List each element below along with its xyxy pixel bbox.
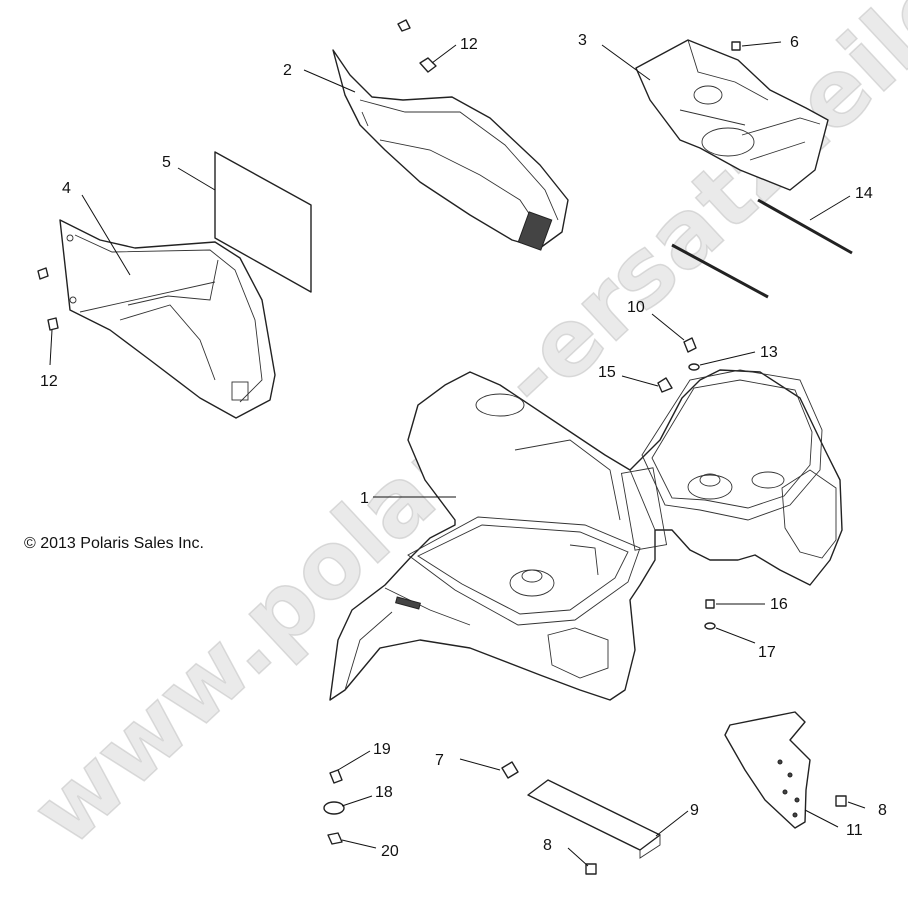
callout-2: 2 (283, 62, 292, 79)
part-19-push-rivet (329, 769, 343, 784)
callouts: 1 2 3 4 5 6 7 8 8 9 10 11 12 12 13 14 15… (40, 32, 887, 860)
callout-8-right: 8 (878, 802, 887, 819)
callout-18: 18 (375, 784, 393, 801)
callout-5: 5 (162, 154, 171, 171)
part-12-clip-left-b (37, 267, 49, 280)
part-12-clip-top-small (397, 19, 411, 32)
callout-19: 19 (373, 741, 391, 758)
part-20-nut (327, 832, 343, 845)
fasteners[interactable] (37, 19, 847, 875)
callout-12-left: 12 (40, 373, 58, 390)
part-8-screw-bottom (585, 863, 597, 875)
part-12-clip-left (47, 317, 59, 331)
part-6-screw (731, 41, 741, 51)
callout-10: 10 (627, 299, 645, 316)
callout-1: 1 (360, 490, 369, 507)
callout-17: 17 (758, 644, 776, 661)
part-14-rods[interactable] (671, 198, 853, 299)
part-3-rear-module[interactable] (635, 39, 829, 191)
callout-3: 3 (578, 32, 587, 49)
part-17-washer (704, 622, 716, 630)
callout-7: 7 (435, 752, 444, 769)
copyright-notice: © 2013 Polaris Sales Inc. (24, 535, 204, 552)
part-7-bolt (501, 761, 519, 779)
leader-lines (49, 41, 866, 867)
callout-20: 20 (381, 843, 399, 860)
part-9-bracket[interactable] (527, 779, 661, 859)
callout-9: 9 (690, 802, 699, 819)
callout-4: 4 (62, 180, 71, 197)
part-5-decal[interactable] (214, 151, 312, 293)
part-11-heat-shield[interactable] (724, 711, 811, 829)
callout-8-bottom: 8 (543, 837, 552, 854)
part-16-screw (705, 599, 715, 609)
callout-11: 11 (846, 822, 863, 839)
callout-13: 13 (760, 344, 778, 361)
callout-14: 14 (855, 185, 873, 202)
part-10-nut (683, 337, 697, 353)
part-13-washer (688, 363, 700, 371)
part-4-side-panel[interactable] (59, 219, 276, 419)
part-8-screw-right (835, 795, 847, 807)
part-2-side-cover[interactable] (332, 49, 569, 251)
part-15-clip (657, 377, 673, 393)
part-18-washer (323, 801, 345, 815)
callout-16: 16 (770, 596, 788, 613)
callout-15: 15 (598, 364, 616, 381)
part-1-front-fender[interactable] (329, 369, 843, 701)
callout-6: 6 (790, 34, 799, 51)
callout-12-top: 12 (460, 36, 478, 53)
part-12-clip-top (419, 57, 437, 73)
